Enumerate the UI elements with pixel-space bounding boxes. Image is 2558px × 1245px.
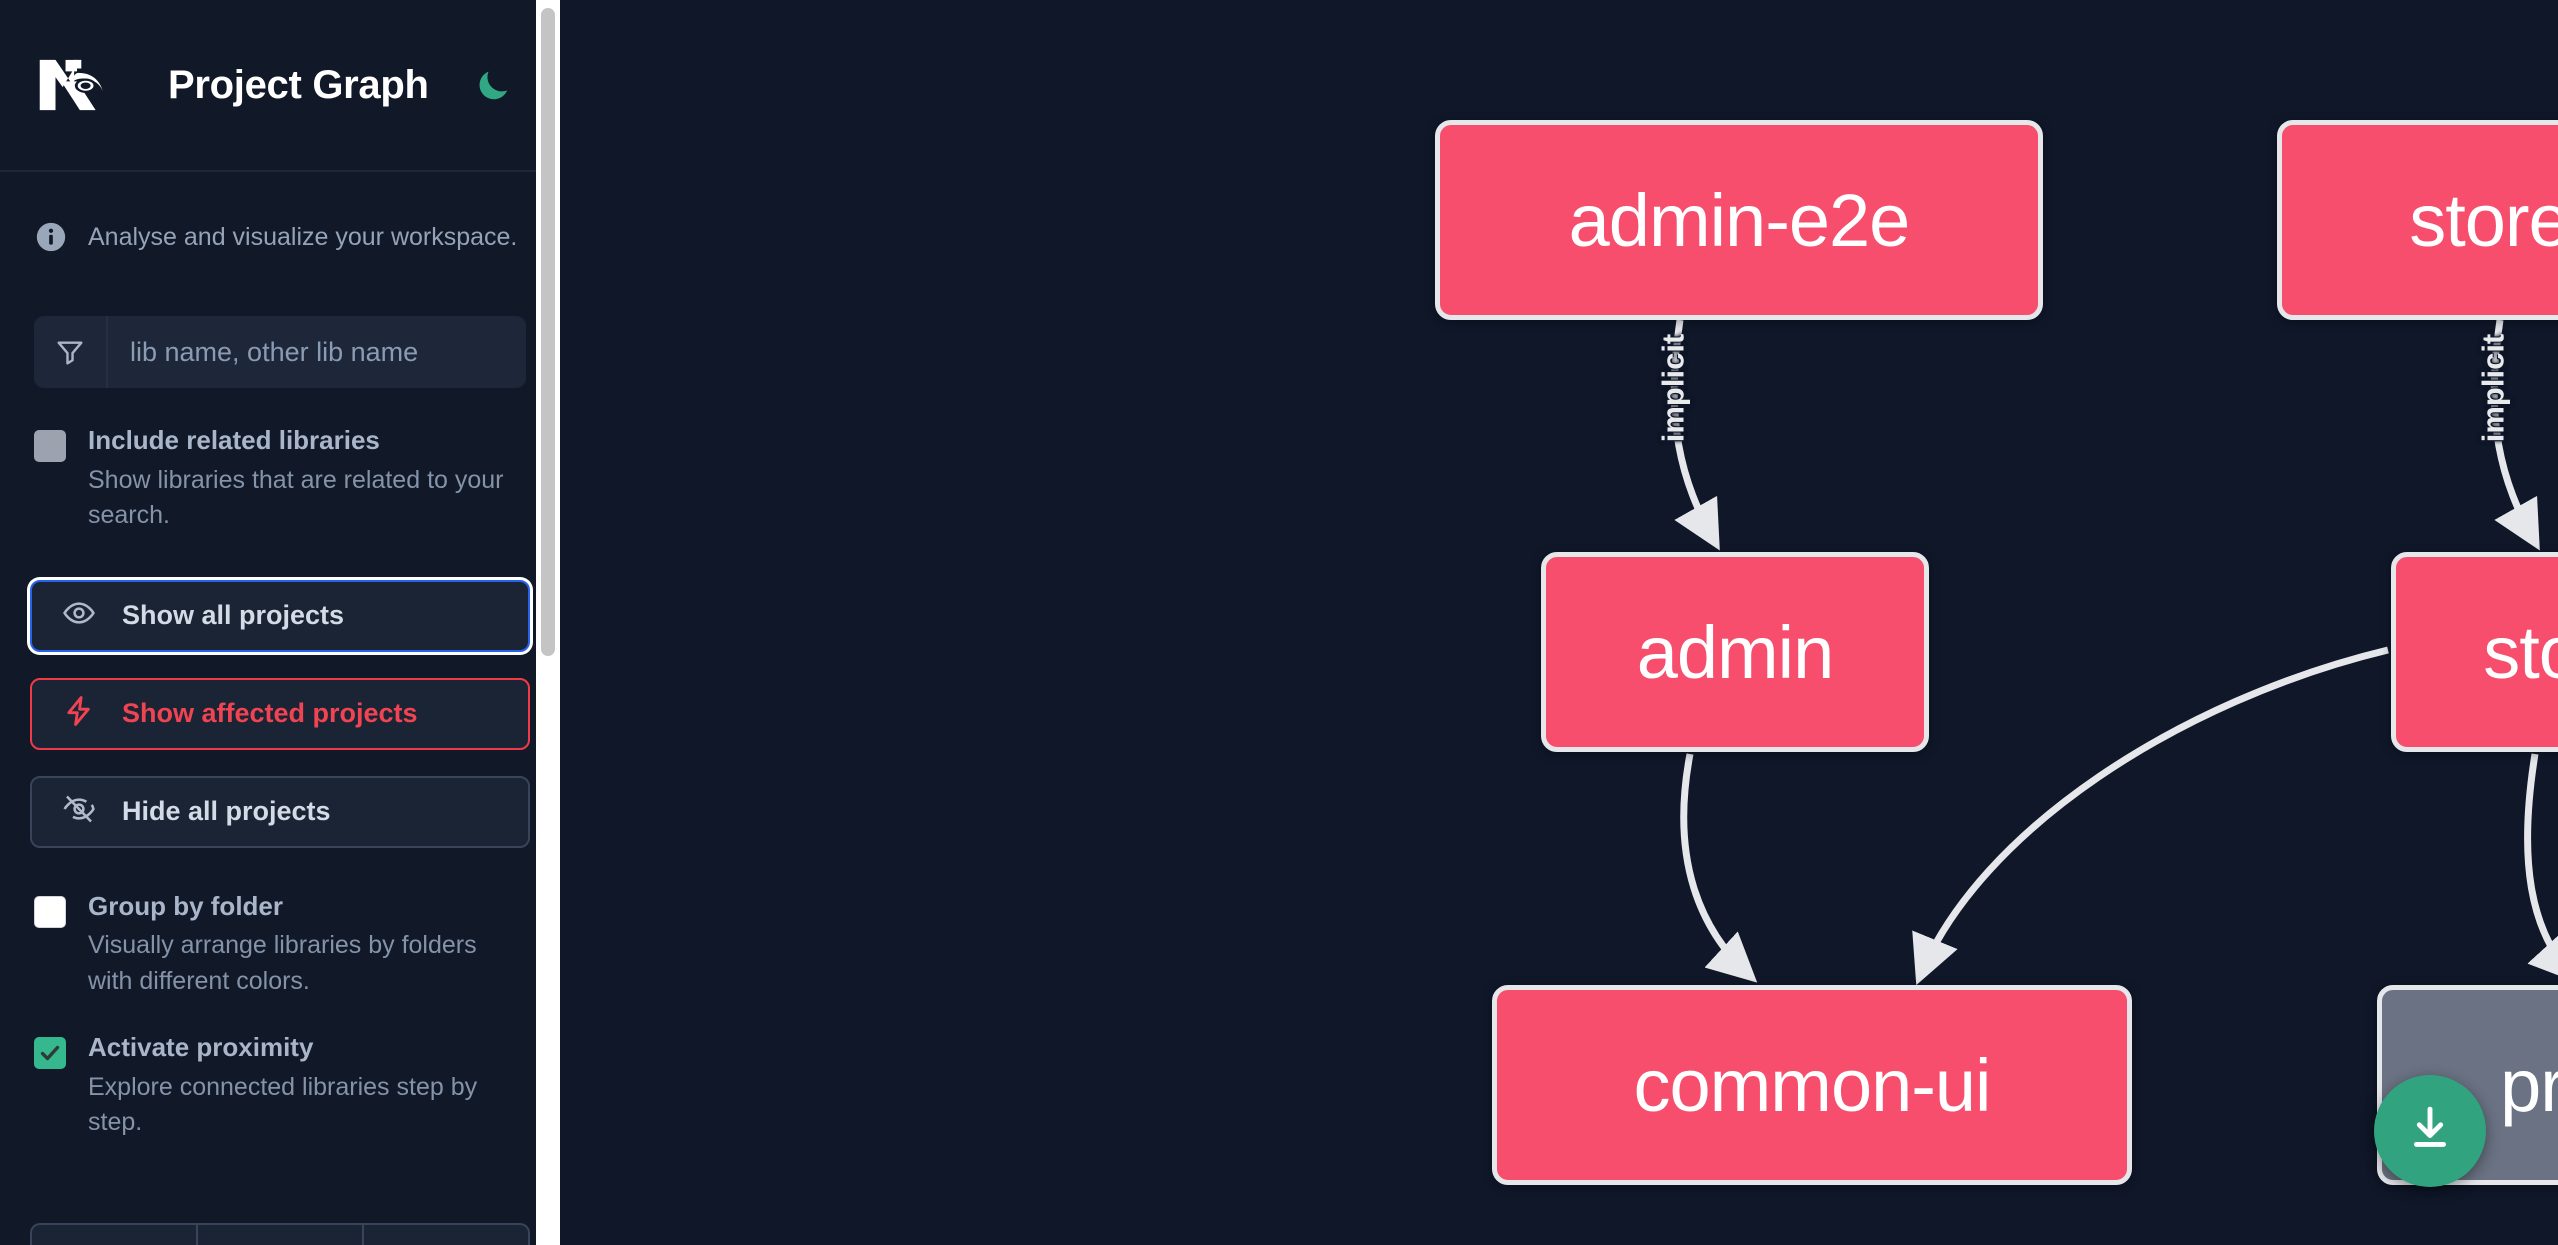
sidebar-scrollbar-track[interactable] (536, 0, 560, 1245)
tagline: Analyse and visualize your workspace. (0, 172, 560, 254)
group-by-folder-checkbox[interactable] (34, 895, 66, 928)
show-all-projects-label: Show all projects (122, 600, 345, 630)
proximity-stepper-partial[interactable] (30, 1223, 530, 1245)
edge-store-e2e-to-store (2490, 319, 2540, 551)
show-all-projects-button[interactable]: Show all projects (30, 579, 530, 652)
checkbox-row-group-by-folder: Group by folder Visually arrange librari… (0, 848, 560, 1000)
nx-logo-icon (34, 54, 120, 116)
lightning-icon (62, 694, 96, 733)
moon-icon[interactable] (471, 63, 515, 107)
edge-store-to-common-ui (1912, 646, 2389, 986)
group-by-folder-label: Group by folder (88, 890, 283, 921)
activate-proximity-checkbox[interactable] (34, 1037, 66, 1069)
hide-all-projects-label: Hide all projects (122, 796, 331, 826)
edge-admin-to-common-ui (1680, 753, 1758, 983)
activate-proximity-label: Activate proximity (88, 1032, 314, 1062)
stepper-segment[interactable] (364, 1225, 528, 1245)
sidebar-header: Project Graph (0, 0, 560, 172)
eye-icon (62, 596, 96, 635)
funnel-icon (34, 316, 108, 388)
include-related-libraries-description: Show libraries that are related to your … (88, 465, 504, 530)
group-by-folder-description: Visually arrange libraries by folders wi… (88, 931, 477, 995)
graph-node-store-e2e[interactable]: store-e2e (2277, 120, 2558, 320)
show-affected-projects-button[interactable]: Show affected projects (30, 677, 530, 750)
edge-label-implicit-store: implicit (2475, 333, 2511, 443)
page-title: Project Graph (168, 62, 429, 107)
eye-off-icon (62, 792, 96, 831)
stepper-segment[interactable] (32, 1225, 198, 1245)
tagline-text: Analyse and visualize your workspace. (88, 222, 518, 251)
search-input[interactable] (108, 316, 526, 388)
checkbox-row-include-related-libraries: Include related libraries Show libraries… (0, 388, 560, 534)
graph-node-admin-e2e[interactable]: admin-e2e (1435, 120, 2043, 320)
edge-label-implicit-admin: implicit (1655, 333, 1691, 443)
hide-all-projects-button[interactable]: Hide all projects (30, 775, 530, 848)
include-related-libraries-label: Include related libraries (88, 425, 380, 455)
edge-admin-e2e-to-admin (1670, 319, 1720, 551)
project-visibility-buttons: Show all projects Show affected projects (30, 579, 530, 848)
graph-node-store[interactable]: store (2391, 552, 2558, 752)
edge-store-to-products (2524, 753, 2558, 984)
graph-node-admin[interactable]: admin (1541, 552, 1929, 752)
search-filter-row (34, 316, 526, 388)
show-affected-projects-label: Show affected projects (122, 698, 418, 728)
graph-node-common-ui[interactable]: common-ui (1492, 985, 2132, 1185)
sidebar: Project Graph Analyse and visualize your… (0, 0, 560, 1245)
info-icon (34, 220, 68, 254)
download-icon (2402, 1101, 2458, 1162)
sidebar-scrollbar-thumb[interactable] (541, 8, 555, 656)
checkbox-row-activate-proximity: Activate proximity Explore connected lib… (0, 999, 560, 1141)
download-graph-button[interactable] (2374, 1075, 2486, 1187)
activate-proximity-description: Explore connected libraries step by step… (88, 1072, 478, 1137)
stepper-segment[interactable] (198, 1225, 364, 1245)
include-related-libraries-checkbox[interactable] (34, 430, 66, 462)
graph-canvas[interactable]: implicit implicit admin-e2e store-e2e ad… (560, 0, 2558, 1245)
